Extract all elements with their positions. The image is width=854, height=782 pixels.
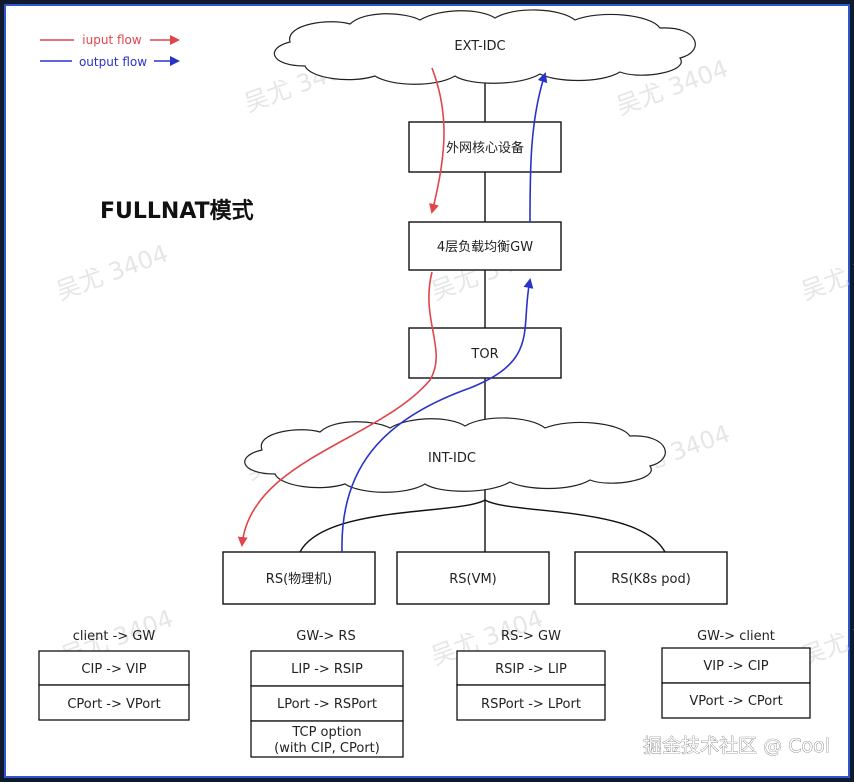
table-gw-to-rs: GW-> RS LIP -> RSIP LPort -> RSPort TCP … <box>250 629 404 758</box>
legend-output-label: output flow <box>79 55 147 69</box>
table-row: TCP option <box>291 725 361 740</box>
rs-vm-node: RS(VM) <box>396 551 550 605</box>
tor-node: TOR <box>408 327 562 379</box>
rs-k8s-node: RS(K8s pod) <box>574 551 728 605</box>
legend-input-label: iuput flow <box>82 33 142 47</box>
table-rs-to-gw: RS-> GW RSIP -> LIP RSPort -> LPort <box>456 629 606 721</box>
watermark-text: 吴尤 3404 <box>52 239 171 305</box>
rs-k8s-label: RS(K8s pod) <box>611 572 691 587</box>
gw-label: 4层负载均衡GW <box>437 240 533 255</box>
input-flow-segment <box>237 271 438 547</box>
table-row: LPort -> RSPort <box>277 697 377 712</box>
gw-node: 4层负载均衡GW <box>408 221 562 271</box>
int-idc-cloud: INT-IDC <box>244 417 666 493</box>
table-row: VIP -> CIP <box>703 659 768 674</box>
branch-line-phys <box>299 499 486 553</box>
table-row: RSPort -> LPort <box>481 697 581 712</box>
output-flow-segment <box>341 278 534 553</box>
rs-physical-label: RS(物理机) <box>266 572 332 587</box>
output-flow-segment <box>529 72 548 223</box>
table-header: client -> GW <box>73 629 156 644</box>
table-row: LIP -> RSIP <box>291 662 363 677</box>
table-row: (with CIP, CPort) <box>274 741 380 756</box>
legend: iuput flow output flow <box>40 32 180 69</box>
input-flow <box>237 67 445 547</box>
core-device-label: 外网核心设备 <box>446 140 524 156</box>
table-gw-to-client: GW-> client VIP -> CIP VPort -> CPort <box>661 629 811 719</box>
rs-vm-label: RS(VM) <box>449 572 497 587</box>
table-row: CIP -> VIP <box>81 662 146 677</box>
legend-input-label-bg <box>74 32 150 48</box>
trunk-lines <box>299 60 666 553</box>
branch-line-k8s <box>484 499 666 553</box>
rs-physical-node: RS(物理机) <box>222 551 376 605</box>
core-device-node: 外网核心设备 <box>408 121 562 173</box>
site-watermark: 掘金技术社区 @ Cool <box>643 735 830 757</box>
ext-idc-label: EXT-IDC <box>454 39 505 54</box>
int-idc-label: INT-IDC <box>428 451 476 466</box>
table-header: GW-> client <box>697 629 775 644</box>
table-row: RSIP -> LIP <box>495 662 567 677</box>
watermark-text: 吴尤 3404 <box>797 239 854 305</box>
diagram-title: FULLNAT模式 <box>100 199 254 224</box>
table-client-to-gw: client -> GW CIP -> VIP CPort -> VPort <box>38 629 190 721</box>
table-row: VPort -> CPort <box>689 694 782 709</box>
output-flow <box>341 72 548 553</box>
ext-idc-cloud: EXT-IDC <box>273 9 696 85</box>
legend-output-label-bg <box>72 53 154 69</box>
table-row: CPort -> VPort <box>67 697 160 712</box>
table-header: GW-> RS <box>296 629 355 644</box>
table-header: RS-> GW <box>501 629 561 644</box>
tor-label: TOR <box>470 347 498 362</box>
input-flow-segment <box>429 67 445 214</box>
